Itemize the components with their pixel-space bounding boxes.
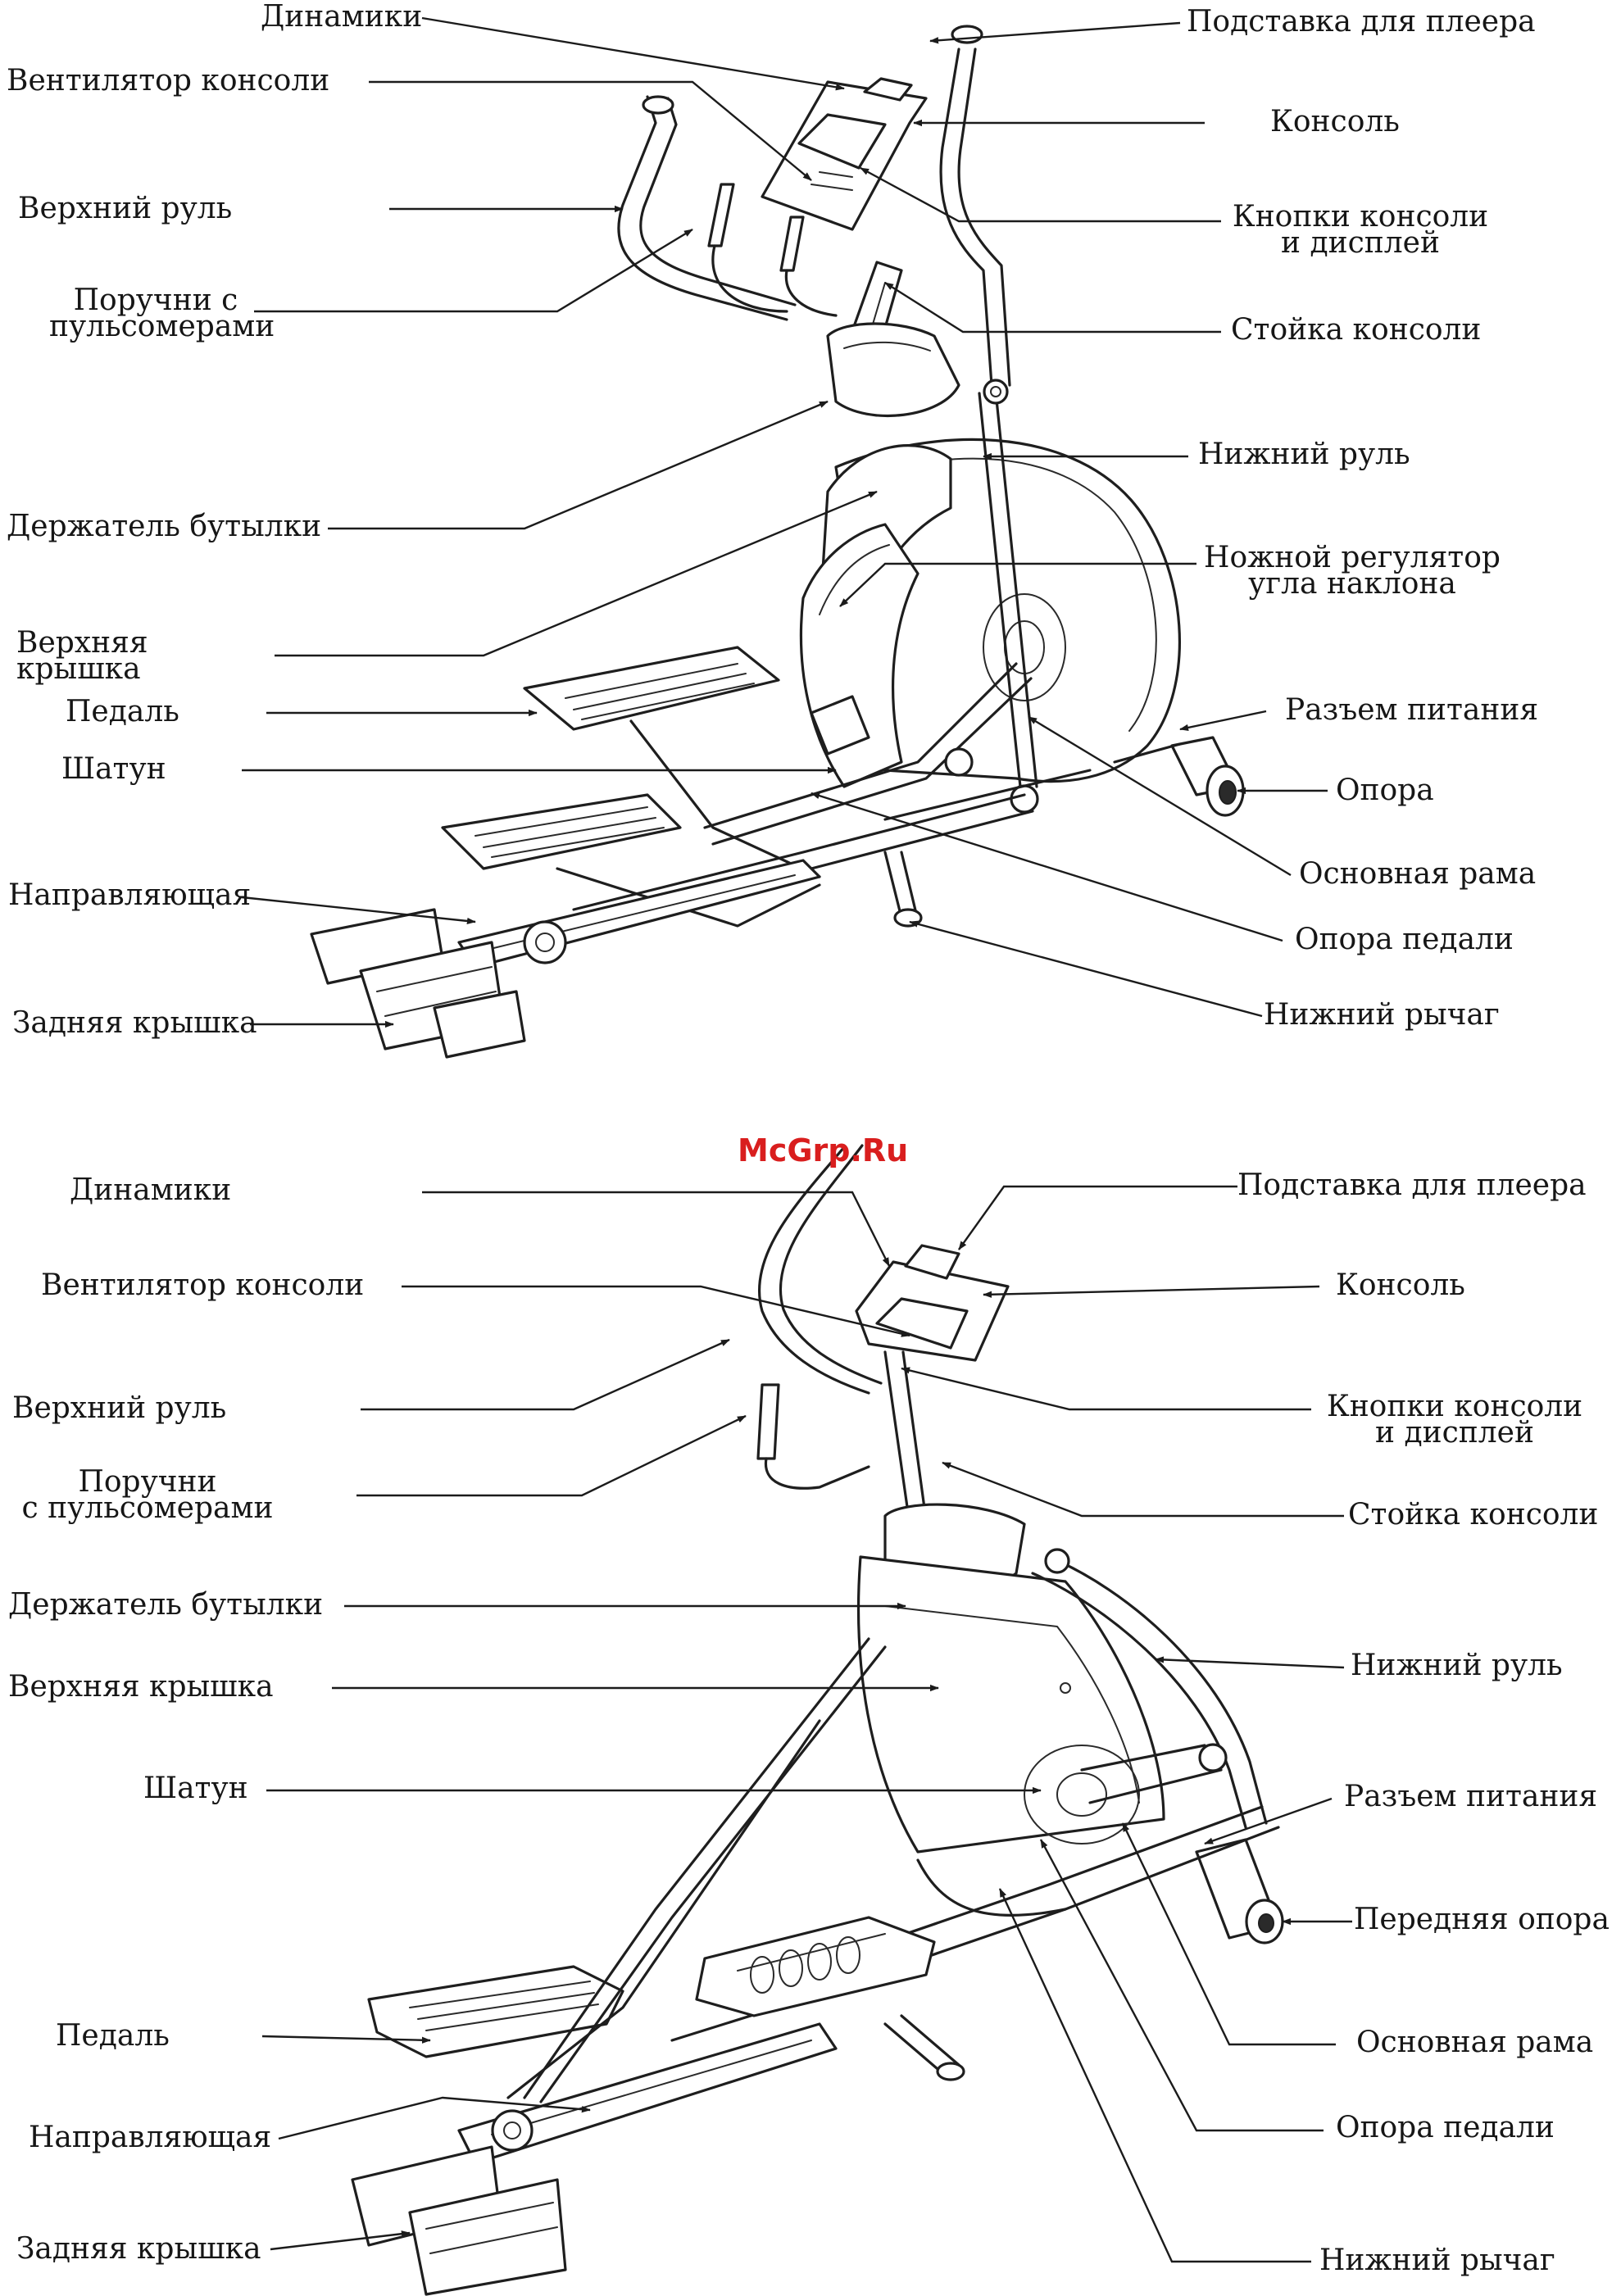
label-pulse-grips-line1: Поручни [78, 1465, 217, 1499]
label-lower-handlebar: Нижний руль [1198, 438, 1410, 471]
label-pedal-support: Опора педали [1336, 2111, 1555, 2144]
label-guide-rail: Направляющая [29, 2121, 272, 2154]
label-stabilizer: Опора [1336, 774, 1434, 807]
label-console-mast: Стойка консоли [1231, 313, 1482, 347]
label-player-stand: Подставка для плеера [1187, 5, 1536, 39]
watermark-text: McGrp.Ru [738, 1132, 909, 1168]
label-speakers: Динамики [70, 1173, 232, 1207]
label-speakers: Динамики [261, 0, 423, 34]
label-bottle-holder: Держатель бутылки [7, 510, 322, 543]
machine-drawing-top [310, 25, 1245, 1059]
leader-lines-top [241, 16, 1328, 1028]
label-console-buttons-line2: и дисплей [1281, 226, 1440, 260]
label-bottle-holder: Держатель бутылки [8, 1588, 324, 1622]
label-top-cover: Верхняя крышка [8, 1670, 274, 1704]
label-player-stand: Подставка для плеера [1237, 1168, 1587, 1202]
leader-lines-bottom [261, 1185, 1352, 2263]
label-front-stabilizer: Передняя опора [1354, 1903, 1610, 1936]
label-console: Консоль [1336, 1268, 1465, 1302]
label-crank-arm: Шатун [143, 1772, 248, 1805]
label-console-fan: Вентилятор консоли [7, 64, 330, 98]
label-console-fan: Вентилятор консоли [41, 1268, 365, 1302]
label-console-buttons-line2: и дисплей [1375, 1416, 1534, 1450]
label-power-jack: Разъем питания [1344, 1780, 1598, 1813]
label-main-frame: Основная рама [1356, 2026, 1594, 2059]
label-lower-arm: Нижний рычаг [1264, 998, 1500, 1032]
label-incline-control-line2: угла наклона [1248, 567, 1456, 601]
label-top-cover-line1: Верхняя [16, 626, 148, 660]
label-rear-cover: Задняя крышка [12, 1006, 257, 1040]
label-console-mast: Стойка консоли [1348, 1498, 1599, 1531]
label-rear-cover: Задняя крышка [16, 2232, 261, 2266]
label-pulse-grips-line2: с пульсомерами [21, 1491, 274, 1525]
label-pedal: Педаль [56, 2019, 170, 2053]
label-upper-handlebar: Верхний руль [18, 192, 233, 225]
label-incline-control-line1: Ножной регулятор [1204, 541, 1501, 574]
label-pulse-grips-line1: Поручни с [73, 284, 238, 317]
label-console-buttons-line1: Кнопки консоли [1232, 200, 1489, 234]
label-console-buttons-line1: Кнопки консоли [1326, 1390, 1583, 1423]
machine-drawing-bottom [351, 1144, 1284, 2296]
label-top-cover-line2: крышка [16, 652, 141, 686]
label-lower-arm: Нижний рычаг [1319, 2244, 1555, 2277]
label-console: Консоль [1270, 105, 1400, 138]
label-power-jack: Разъем питания [1285, 693, 1539, 727]
label-pedal: Педаль [66, 695, 179, 728]
label-pedal-support: Опора педали [1295, 923, 1514, 956]
label-pulse-grips-line2: пульсомерами [49, 310, 275, 343]
label-lower-handlebar: Нижний руль [1351, 1649, 1563, 1682]
label-crank-arm: Шатун [61, 752, 166, 786]
label-guide-rail: Направляющая [8, 878, 252, 912]
label-upper-handlebar: Верхний руль [12, 1391, 227, 1425]
label-main-frame: Основная рама [1299, 857, 1537, 891]
